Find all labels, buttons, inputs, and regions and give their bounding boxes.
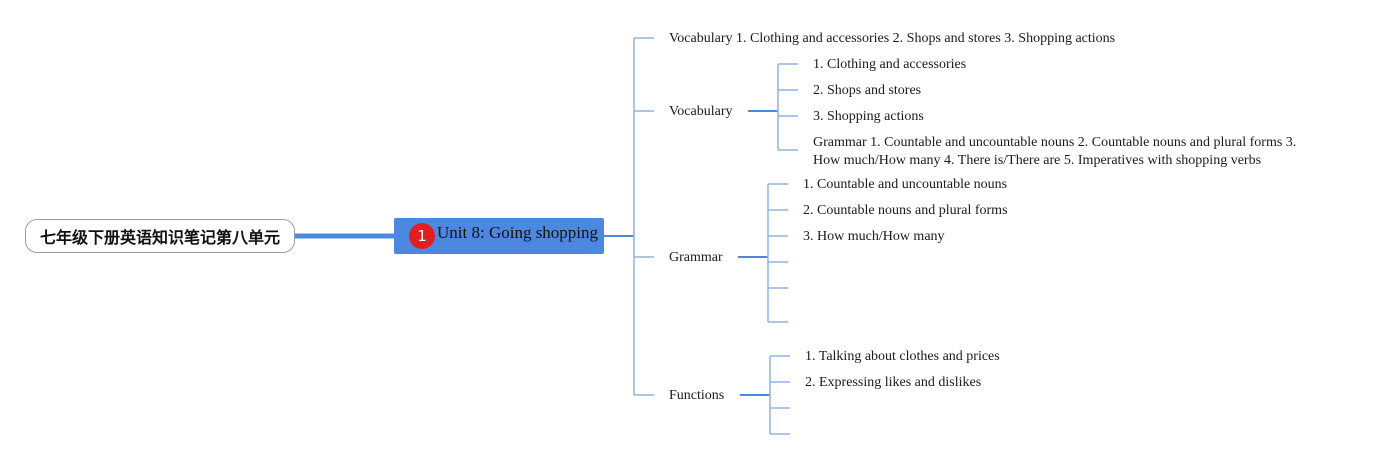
- central-topic[interactable]: 1 Unit 8: Going shopping: [394, 218, 604, 254]
- vocabulary-item[interactable]: 1. Clothing and accessories: [813, 57, 967, 72]
- grammar-item[interactable]: 1. Countable and uncountable nouns: [803, 177, 1008, 192]
- central-topic-label: Unit 8: Going shopping: [437, 223, 599, 242]
- grammar-item[interactable]: 2. Countable nouns and plural forms: [803, 203, 1008, 218]
- vocabulary-item[interactable]: 3. Shopping actions: [813, 109, 924, 124]
- vocabulary-item-grammar-note[interactable]: Grammar 1. Countable and uncountable nou…: [813, 135, 1297, 168]
- root-topic[interactable]: 七年级下册英语知识笔记第八单元: [25, 219, 295, 253]
- vocabulary-item[interactable]: 2. Shops and stores: [813, 83, 922, 98]
- root-topic-label: 七年级下册英语知识笔记第八单元: [39, 228, 280, 247]
- grammar-item[interactable]: 3. How much/How many: [803, 229, 945, 244]
- functions-item[interactable]: 2. Expressing likes and dislikes: [805, 375, 982, 390]
- marker-badge: 1: [409, 223, 435, 249]
- top-note-topic[interactable]: Vocabulary 1. Clothing and accessories 2…: [669, 31, 1116, 46]
- functions-item[interactable]: 1. Talking about clothes and prices: [805, 349, 1000, 364]
- branch-vocabulary[interactable]: Vocabulary: [669, 104, 733, 119]
- branch-grammar[interactable]: Grammar: [669, 250, 723, 265]
- branch-functions[interactable]: Functions: [669, 388, 725, 403]
